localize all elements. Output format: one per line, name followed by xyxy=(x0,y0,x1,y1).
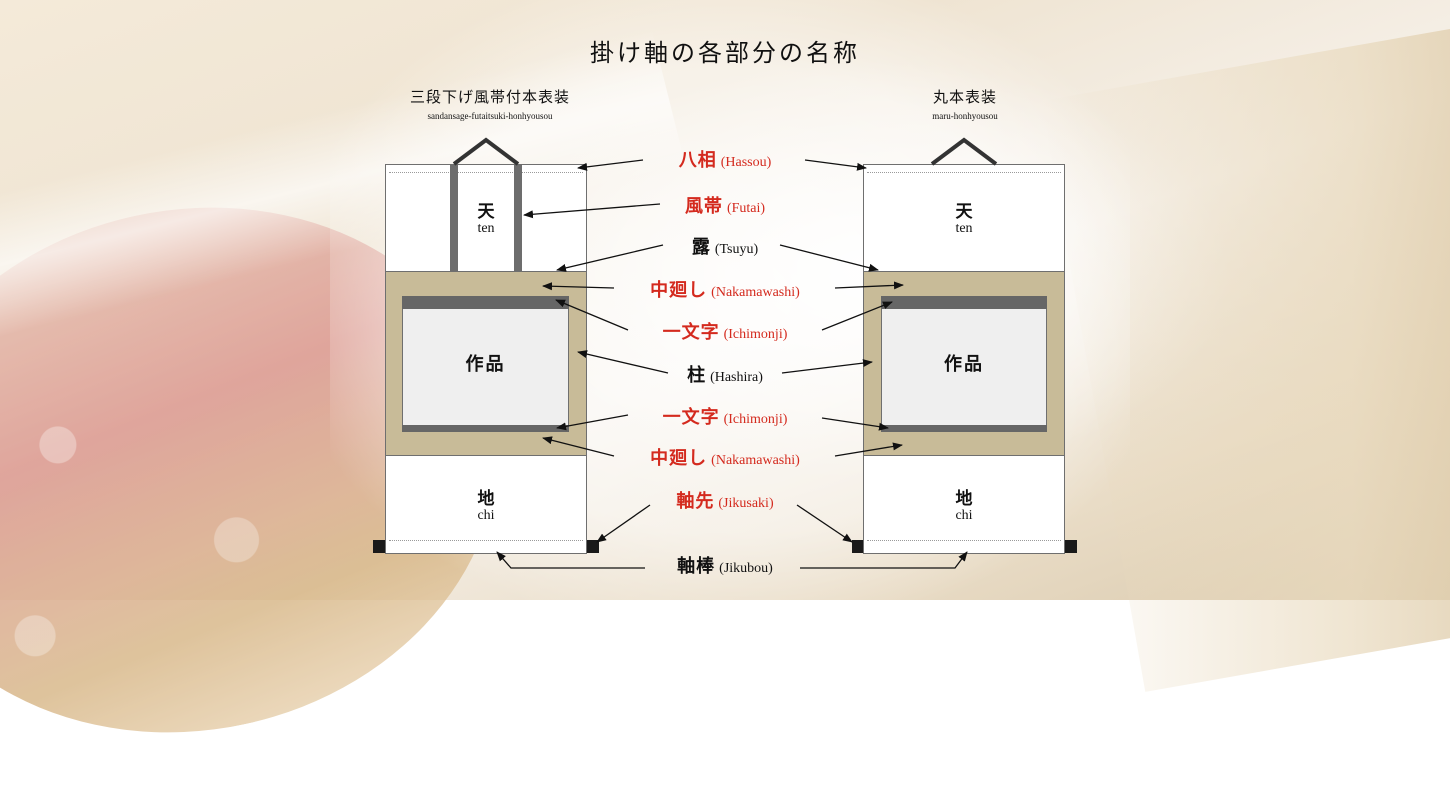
term-hashira-jp: 柱 xyxy=(687,365,707,386)
term-nakamawashi-bottom: 中廻し(Nakamawashi) xyxy=(525,444,925,470)
arrow-futai xyxy=(523,203,661,219)
left-scroll-ichimonji-bottom xyxy=(402,425,569,432)
page-title: 掛け軸の各部分の名称 xyxy=(590,39,860,67)
left-scroll-jikusaki-right xyxy=(587,540,599,553)
arrow-ichimonji-top-right xyxy=(821,301,893,331)
left-scroll-chi-label: 地 chi xyxy=(436,484,536,524)
arrow-jikubou-right xyxy=(800,551,968,569)
term-tsuyu-en: (Tsuyu) xyxy=(714,242,759,257)
left-scroll-ten-en: ten xyxy=(477,221,495,236)
left-scroll-rod-line xyxy=(389,540,583,541)
term-nakamawashi-top-jp: 中廻し xyxy=(650,280,708,301)
right-scroll-chi-en: chi xyxy=(955,508,973,523)
arrow-tsuyu-right xyxy=(779,244,879,272)
term-nakamawashi-bottom-en: (Nakamawashi) xyxy=(711,453,800,468)
right-scroll-ten-label: 天 ten xyxy=(914,197,1014,237)
term-hassou-en: (Hassou) xyxy=(720,155,772,170)
term-jikubou-jp: 軸棒 xyxy=(677,556,716,577)
left-scroll-chi-panel xyxy=(385,456,587,554)
term-jikusaki-jp: 軸先 xyxy=(676,491,715,512)
left-scroll-heading-en: sandansage-futaitsuki-honhyousou xyxy=(427,111,553,121)
arrow-nakamawashi-top-left xyxy=(542,282,615,291)
term-jikusaki-en: (Jikusaki) xyxy=(718,496,774,511)
hanging-cord-right xyxy=(930,137,998,166)
term-hassou: 八相(Hassou) xyxy=(525,146,925,172)
right-scroll-ten-panel xyxy=(863,164,1065,271)
arrow-nakamawashi-bottom-right xyxy=(834,442,903,457)
term-futai-jp: 風帯 xyxy=(684,196,723,217)
left-scroll-heading-jp: 三段下げ風帯付本表装 xyxy=(409,88,570,106)
right-scroll-jikusaki-right xyxy=(1065,540,1077,553)
right-scroll-rod-line xyxy=(867,540,1061,541)
arrow-hashira-left xyxy=(577,350,669,374)
arrow-jikusaki-left xyxy=(596,504,651,543)
term-jikusaki: 軸先(Jikusaki) xyxy=(525,487,925,513)
left-scroll-chi-jp: 地 xyxy=(477,489,495,509)
term-futai: 風帯(Futai) xyxy=(525,192,925,218)
left-scroll-art-label: 作品 xyxy=(465,354,506,375)
left-scroll-futai-left xyxy=(450,164,458,271)
left-scroll-ten-label: 天 ten xyxy=(436,197,536,237)
term-ichimonji-top-en: (Ichimonji) xyxy=(723,327,788,342)
term-hashira: 柱(Hashira) xyxy=(525,361,925,387)
right-scroll-hassou-line xyxy=(867,172,1061,173)
right-scroll-heading-jp: 丸本表装 xyxy=(932,88,997,106)
leader-lines xyxy=(452,137,998,569)
hanging-cord-left xyxy=(452,137,520,166)
left-scroll-ten-panel xyxy=(385,164,587,271)
term-nakamawashi-top: 中廻し(Nakamawashi) xyxy=(525,276,925,302)
right-scroll-ichimonji-bottom xyxy=(881,425,1047,432)
term-ichimonji-top-jp: 一文字 xyxy=(662,322,720,343)
arrow-hassou-left xyxy=(577,159,644,171)
arrow-tsuyu-left xyxy=(556,244,664,272)
arrow-jikusaki-right xyxy=(796,504,853,543)
term-jikubou: 軸棒(Jikubou) xyxy=(525,552,925,578)
term-ichimonji-bottom-jp: 一文字 xyxy=(662,407,720,428)
right-scroll-ichimonji-top xyxy=(881,296,1047,309)
term-hassou-jp: 八相 xyxy=(678,150,717,171)
arrow-hashira-right xyxy=(781,359,873,374)
right-scroll-heading: 丸本表装 maru-honhyousou xyxy=(880,86,1050,121)
left-scroll-ten-jp: 天 xyxy=(477,202,495,222)
arrow-ichimonji-bottom-right xyxy=(821,417,889,431)
term-tsuyu-jp: 露 xyxy=(691,237,711,258)
right-scroll-ten-jp: 天 xyxy=(955,202,973,222)
arrow-ichimonji-bottom-left xyxy=(556,414,629,431)
term-ichimonji-bottom-en: (Ichimonji) xyxy=(723,412,788,427)
arrow-nakamawashi-top-right xyxy=(834,281,904,290)
term-nakamawashi-bottom-jp: 中廻し xyxy=(650,448,708,469)
term-hashira-en: (Hashira) xyxy=(710,370,763,385)
right-scroll-jikusaki-left xyxy=(852,540,863,553)
left-scroll-chi-en: chi xyxy=(477,508,495,523)
left-scroll-heading: 三段下げ風帯付本表装 sandansage-futaitsuki-honhyou… xyxy=(380,86,600,121)
arrow-ichimonji-top-left xyxy=(555,299,629,331)
right-scroll-artwork xyxy=(881,296,1047,432)
term-jikubou-en: (Jikubou) xyxy=(719,561,773,576)
term-tsuyu: 露(Tsuyu) xyxy=(525,233,925,259)
right-scroll-chi-label: 地 chi xyxy=(914,484,1014,524)
arrow-nakamawashi-bottom-left xyxy=(542,436,615,457)
left-scroll-ichimonji-top xyxy=(402,296,569,309)
left-scroll-futai-right xyxy=(514,164,522,271)
arrow-hassou-right xyxy=(804,159,867,171)
right-scroll-chi-jp: 地 xyxy=(955,489,973,509)
term-nakamawashi-top-en: (Nakamawashi) xyxy=(711,285,800,300)
arrow-jikubou-left xyxy=(496,551,645,569)
right-scroll-art-label: 作品 xyxy=(944,354,984,375)
left-scroll-jikusaki-left xyxy=(373,540,385,553)
term-ichimonji-top: 一文字(Ichimonji) xyxy=(525,318,925,344)
right-scroll-ten-en: ten xyxy=(955,221,973,236)
term-futai-en: (Futai) xyxy=(726,201,766,216)
left-scroll-hassou-line xyxy=(389,172,583,173)
right-scroll-heading-en: maru-honhyousou xyxy=(932,111,998,121)
term-ichimonji-bottom: 一文字(Ichimonji) xyxy=(525,403,925,429)
